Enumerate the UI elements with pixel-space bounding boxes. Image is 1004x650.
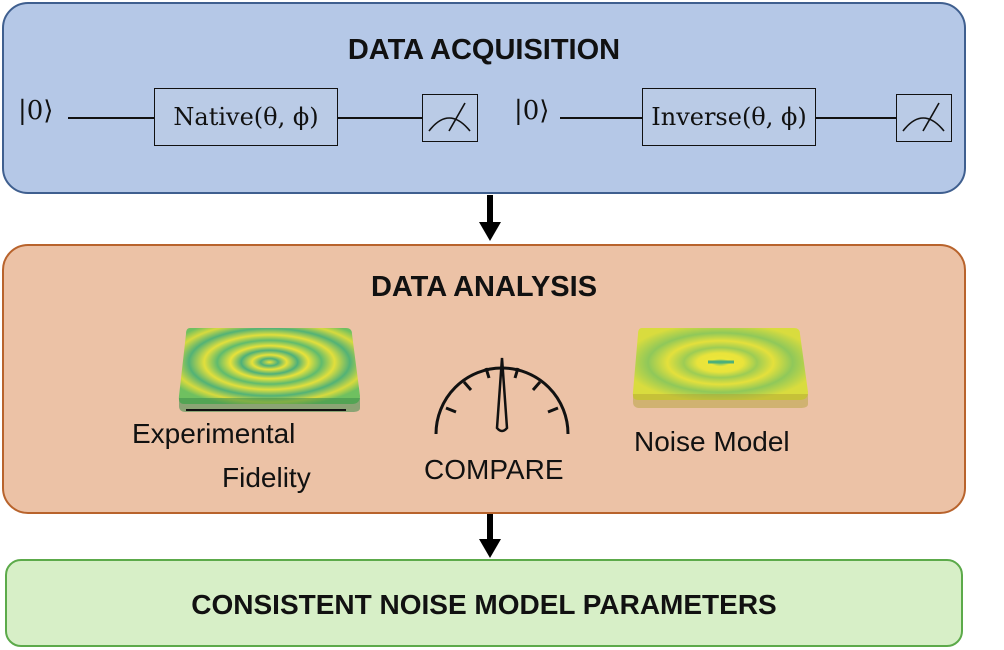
wire <box>338 117 422 119</box>
data-acquisition-panel: DATA ACQUISITION |0⟩ Native(θ, ϕ) |0⟩ In… <box>2 2 966 194</box>
native-gate: Native(θ, ϕ) <box>154 88 338 146</box>
down-arrow-icon <box>479 195 501 241</box>
data-acquisition-title: DATA ACQUISITION <box>347 34 621 66</box>
gauge-icon <box>434 357 570 435</box>
experimental-label-line2: Fidelity <box>222 462 311 493</box>
data-analysis-title: DATA ANALYSIS <box>370 271 598 303</box>
measurement-meter-icon <box>896 94 952 142</box>
experimental-label-line1: Experimental <box>132 418 296 449</box>
result-title: CONSISTENT NOISE MODEL PARAMETERS <box>191 589 777 620</box>
noise-model-parameters-panel: CONSISTENT NOISE MODEL PARAMETERS <box>5 559 963 647</box>
wire <box>560 117 644 119</box>
noise-model-label: Noise Model <box>634 426 790 457</box>
data-analysis-panel: DATA ANALYSIS Experimental Fidelity <box>2 244 966 514</box>
inverse-gate: Inverse(θ, ϕ) <box>642 88 816 146</box>
measurement-meter-icon <box>422 94 478 142</box>
compare-label: COMPARE <box>424 454 564 485</box>
ket-zero-2: |0⟩ <box>514 96 550 126</box>
noise-model-heatmap-icon <box>632 328 808 408</box>
down-arrow-icon <box>479 514 501 558</box>
wire <box>68 117 156 119</box>
wire <box>816 117 898 119</box>
ket-zero-1: |0⟩ <box>18 96 54 126</box>
experimental-heatmap-icon <box>178 328 360 412</box>
